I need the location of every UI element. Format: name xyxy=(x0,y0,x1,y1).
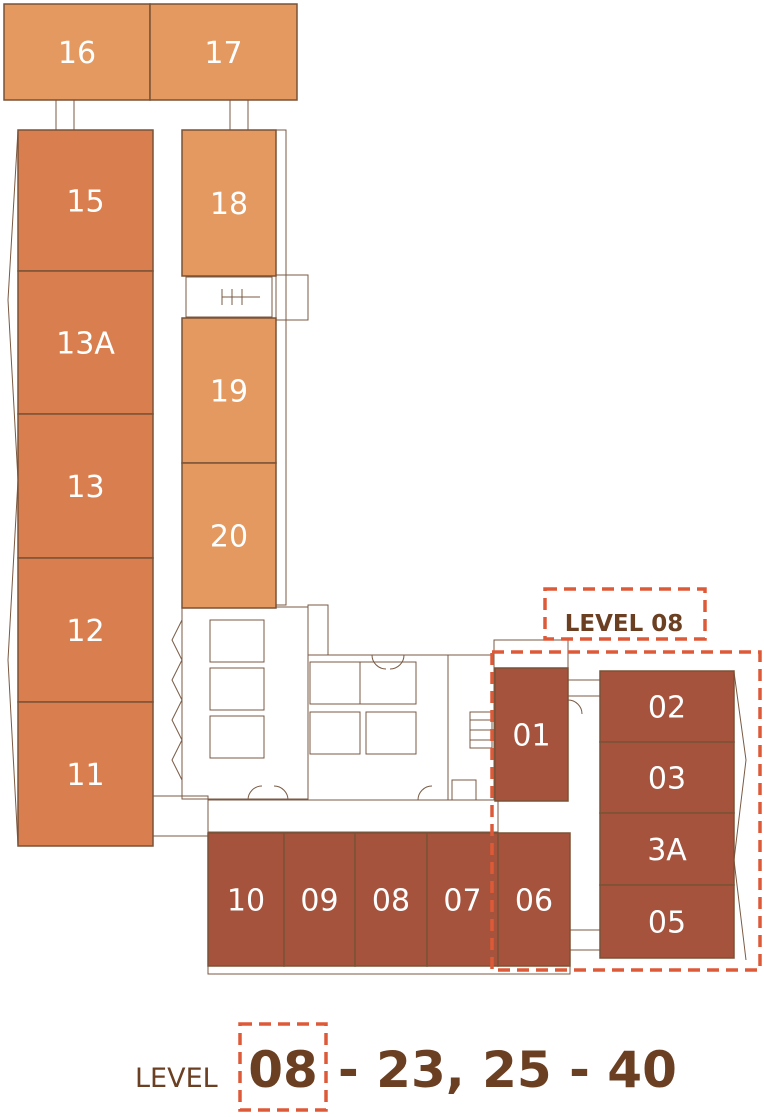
unit-block xyxy=(17,413,154,559)
unit-block xyxy=(181,462,277,609)
unit-label: 15 xyxy=(66,185,104,220)
footer-level-number: 08 xyxy=(248,1041,318,1099)
unit-label: 02 xyxy=(648,691,686,726)
unit-06[interactable]: 06 xyxy=(497,832,571,967)
unit-05[interactable]: 05 xyxy=(599,884,735,959)
unit-block xyxy=(599,741,735,814)
unit-block xyxy=(17,701,154,847)
unit-15[interactable]: 15 xyxy=(17,129,154,272)
unit-block xyxy=(494,667,569,802)
unit-block xyxy=(3,3,151,101)
unit-11[interactable]: 11 xyxy=(17,701,154,847)
unit-09[interactable]: 09 xyxy=(283,832,356,967)
unit-label: 08 xyxy=(372,884,410,919)
unit-label: 06 xyxy=(515,884,553,919)
footer-level-frame xyxy=(238,1022,328,1112)
unit-13[interactable]: 13 xyxy=(17,413,154,559)
unit-label: 09 xyxy=(300,884,338,919)
unit-label: 10 xyxy=(227,884,265,919)
level-tag: LEVEL 08 xyxy=(565,611,684,637)
unit-label: 20 xyxy=(210,520,248,555)
unit-block xyxy=(599,670,735,743)
unit-01[interactable]: 01 xyxy=(494,667,569,802)
footer-level-range: - 23, 25 - 40 xyxy=(338,1041,677,1099)
unit-label: 19 xyxy=(210,375,248,410)
unit-label: 13A xyxy=(56,327,115,362)
unit-label: 3A xyxy=(647,833,687,868)
unit-block xyxy=(426,832,499,967)
unit-16[interactable]: 16 xyxy=(3,3,151,101)
unit-label: 11 xyxy=(66,758,104,793)
unit-18[interactable]: 18 xyxy=(181,129,277,277)
level-highlight-frame xyxy=(490,650,762,972)
unit-label: 16 xyxy=(58,36,96,71)
unit-02[interactable]: 02 xyxy=(599,670,735,743)
unit-block xyxy=(283,832,356,967)
unit-block xyxy=(497,832,571,967)
unit-block xyxy=(354,832,428,967)
footer-level-prefix: LEVEL xyxy=(135,1063,218,1094)
level-tag-frame xyxy=(543,587,707,641)
unit-label: 17 xyxy=(204,36,242,71)
unit-block xyxy=(181,129,277,277)
units-layer: 16 17 15 13A 13 12 11 18 19 20 01 02 03 3A 05 10 09 08 07 0… xyxy=(3,3,735,967)
unit-block xyxy=(599,884,735,959)
unit-label: 13 xyxy=(66,470,104,505)
unit-block xyxy=(17,129,154,272)
unit-3a[interactable]: 3A xyxy=(599,812,735,886)
unit-block xyxy=(149,3,298,101)
unit-20[interactable]: 20 xyxy=(181,462,277,609)
unit-block xyxy=(599,812,735,886)
unit-block xyxy=(207,832,285,967)
unit-block xyxy=(17,557,154,703)
unit-label: 03 xyxy=(648,762,686,797)
unit-19[interactable]: 19 xyxy=(181,317,277,464)
unit-08[interactable]: 08 xyxy=(354,832,428,967)
unit-label: 12 xyxy=(66,614,104,649)
unit-label: 05 xyxy=(648,906,686,941)
unit-block xyxy=(181,317,277,464)
unit-block xyxy=(17,270,154,415)
unit-17[interactable]: 17 xyxy=(149,3,298,101)
unit-label: 18 xyxy=(210,187,248,222)
unit-07[interactable]: 07 xyxy=(426,832,499,967)
unit-03[interactable]: 03 xyxy=(599,741,735,814)
unit-10[interactable]: 10 xyxy=(207,832,285,967)
unit-label: 01 xyxy=(512,719,550,754)
unit-13a[interactable]: 13A xyxy=(17,270,154,415)
unit-label: 07 xyxy=(443,884,481,919)
unit-12[interactable]: 12 xyxy=(17,557,154,703)
